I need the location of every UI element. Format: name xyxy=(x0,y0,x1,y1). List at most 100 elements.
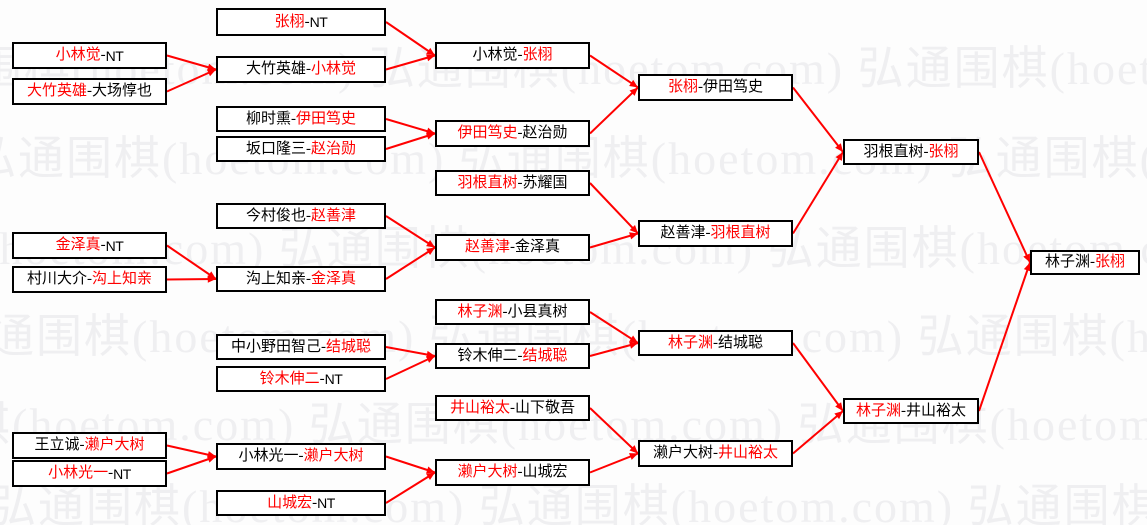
connector-line xyxy=(978,151,1031,263)
match-box[interactable]: 濑户大树-井山裕太 xyxy=(638,440,793,467)
player-separator: - xyxy=(108,465,114,481)
match-box[interactable]: 井山裕太-山下敬吾 xyxy=(435,395,590,421)
connector-arrow xyxy=(207,69,216,77)
player-b: 结城聪 xyxy=(326,338,372,355)
player-a: 坂口隆三 xyxy=(245,140,306,157)
match-box[interactable]: 小林光一-NT xyxy=(12,460,167,487)
player-a: 小林光一 xyxy=(238,448,299,464)
match-box[interactable]: 金泽真-NT xyxy=(12,232,167,259)
player-a: 林子渊 xyxy=(457,303,503,320)
match-box[interactable]: 大竹英雄-大场惇也 xyxy=(12,78,167,105)
connector-line xyxy=(792,86,844,153)
connector-arrow xyxy=(207,275,216,283)
connector-arrow xyxy=(426,472,435,480)
connector-arrow xyxy=(426,466,435,474)
bye-label: NT xyxy=(317,495,335,511)
player-b: 赵治勋 xyxy=(311,140,357,157)
connector-line xyxy=(589,54,639,89)
player-separator: - xyxy=(87,271,92,287)
player-b: 山城宏 xyxy=(522,464,568,480)
match-box[interactable]: 羽根直树-苏耀国 xyxy=(435,170,590,196)
match-box[interactable]: 铃木伸二-结城聪 xyxy=(435,343,590,369)
match-box[interactable]: 柳时熏-伊田笃史 xyxy=(216,106,386,132)
connector-line xyxy=(978,262,1031,412)
match-box[interactable]: 村川大介-沟上知亲 xyxy=(12,266,167,293)
connector-line xyxy=(792,342,844,412)
match-box[interactable]: 赵善津-金泽真 xyxy=(435,234,590,261)
player-a: 羽根直树 xyxy=(457,174,518,191)
player-separator: - xyxy=(306,207,311,224)
connector-arrow xyxy=(207,451,216,459)
connector-arrow xyxy=(629,232,638,240)
player-a: 小林光一 xyxy=(48,465,109,481)
connector-line xyxy=(385,54,436,71)
player-b: 苏耀国 xyxy=(522,174,568,191)
match-box[interactable]: 林子渊-张栩 xyxy=(1030,250,1140,275)
player-separator: - xyxy=(510,239,515,255)
match-box[interactable]: 沟上知亲-金泽真 xyxy=(216,266,386,292)
player-separator: - xyxy=(304,13,310,30)
match-box[interactable]: 林子渊-结城聪 xyxy=(638,330,793,356)
connector-line xyxy=(166,244,217,280)
match-box[interactable]: 张栩-伊田笃史 xyxy=(638,74,793,101)
connector-line xyxy=(166,455,217,475)
match-box[interactable]: 坂口隆三-赵治勋 xyxy=(216,136,386,162)
player-b: 沟上知亲 xyxy=(92,271,153,287)
connector-line xyxy=(385,355,436,380)
player-separator: - xyxy=(319,370,325,387)
player-a: 柳时熏 xyxy=(245,110,291,127)
player-b: 井山裕太 xyxy=(906,402,967,419)
player-b: 张栩 xyxy=(522,47,553,63)
match-box[interactable]: 小林光一-濑户大树 xyxy=(216,443,386,470)
match-box[interactable]: 大竹英雄-小林觉 xyxy=(216,56,386,83)
player-a: 林子渊 xyxy=(667,334,713,351)
connector-line xyxy=(589,452,639,474)
player-a: 井山裕太 xyxy=(449,399,510,416)
match-box[interactable]: 林子渊-小县真树 xyxy=(435,299,590,325)
player-b: 赵治勋 xyxy=(522,125,568,141)
connector-arrow xyxy=(426,127,435,135)
match-box[interactable]: 赵善津-羽根直树 xyxy=(638,220,793,247)
connector-line xyxy=(385,21,436,57)
player-b: 山下敬吾 xyxy=(515,399,576,416)
match-box[interactable]: 伊田笃史-赵治勋 xyxy=(435,120,590,147)
player-separator: - xyxy=(901,402,906,419)
connector-arrow xyxy=(629,79,638,88)
player-a: 赵善津 xyxy=(660,225,706,241)
connector-arrow xyxy=(629,445,638,454)
match-box[interactable]: 濑户大树-山城宏 xyxy=(435,459,590,486)
match-box[interactable]: 林子渊-井山裕太 xyxy=(843,398,979,424)
player-a: 张栩 xyxy=(274,13,305,30)
connector-line xyxy=(589,182,639,235)
connector-line xyxy=(589,311,639,344)
match-box[interactable]: 中小野田智己-结城聪 xyxy=(216,334,386,360)
match-box[interactable]: 张栩-NT xyxy=(216,8,386,36)
connector-line xyxy=(166,54,217,71)
connector-line xyxy=(589,342,639,357)
player-separator: - xyxy=(312,494,318,511)
player-b: 濑户大树 xyxy=(84,437,145,453)
bye-label: NT xyxy=(113,465,131,482)
player-separator: - xyxy=(79,437,85,453)
match-box[interactable]: 羽根直树-张栩 xyxy=(843,139,979,165)
match-box[interactable]: 山城宏-NT xyxy=(216,490,386,516)
player-separator: - xyxy=(100,237,106,253)
connector-arrow xyxy=(1023,253,1030,263)
connector-arrow xyxy=(629,225,638,234)
player-separator: - xyxy=(306,270,311,287)
match-box[interactable]: 铃木伸二-NT xyxy=(216,366,386,392)
match-box[interactable]: 小林觉-张栩 xyxy=(435,42,590,69)
connector-arrow xyxy=(426,47,435,56)
connector-line xyxy=(166,278,217,281)
player-a: 大竹英雄 xyxy=(245,61,306,77)
connector-arrow xyxy=(629,341,638,349)
match-box[interactable]: 王立诚-濑户大树 xyxy=(12,432,167,459)
player-b: 张栩 xyxy=(1095,254,1126,270)
connector-arrow xyxy=(207,271,216,279)
match-box[interactable]: 小林觉-NT xyxy=(12,42,167,69)
player-a: 濑户大树 xyxy=(457,464,518,480)
player-a: 小林觉 xyxy=(472,47,518,63)
connector-line xyxy=(589,232,639,249)
match-box[interactable]: 今村俊也-赵善津 xyxy=(216,203,386,229)
